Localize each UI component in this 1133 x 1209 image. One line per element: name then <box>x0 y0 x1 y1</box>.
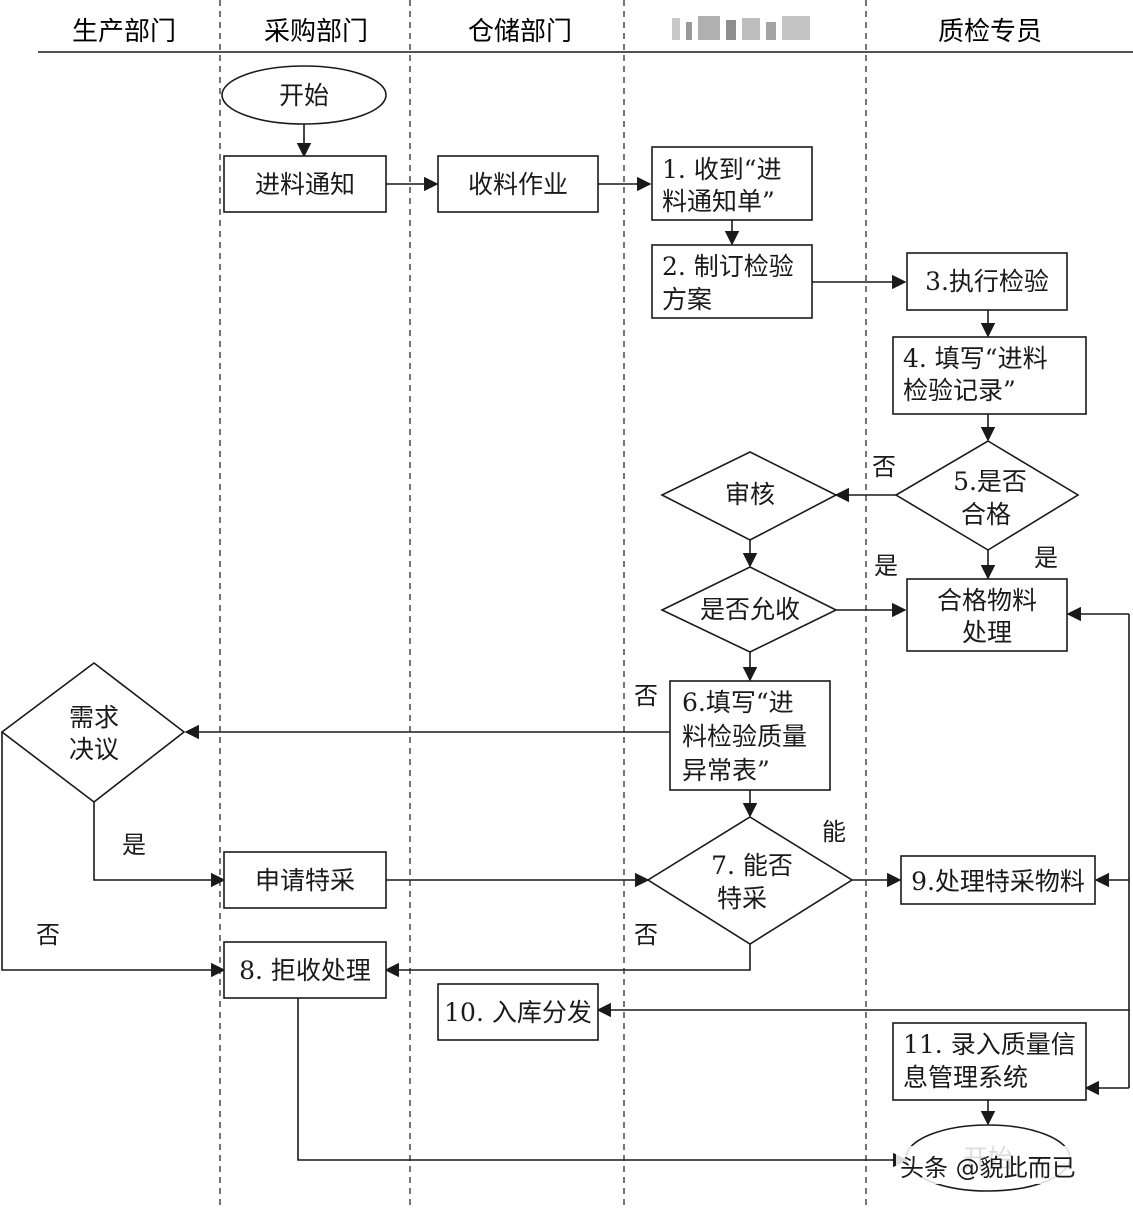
step1-label-line2: 料通知单” <box>662 187 775 216</box>
step10-label: 10. 入库分发 <box>444 998 592 1027</box>
demand-label-line1: 需求 <box>69 703 119 732</box>
label-step7-can: 能 <box>822 818 846 846</box>
qualified-box <box>906 578 1068 652</box>
edge-reject-to-end <box>297 998 908 1168</box>
special-apply-label: 申请特采 <box>255 866 355 895</box>
step2-label-line1: 2. 制订检验 <box>662 252 794 281</box>
step3-box <box>906 252 1068 311</box>
step6-label-line2: 料检验质量 <box>682 722 807 751</box>
step5-label-line2: 合格 <box>961 500 1011 529</box>
step4-label-line2: 检验记录” <box>903 376 1016 405</box>
step6-label-line3: 异常表” <box>682 756 770 785</box>
step10-box <box>437 983 599 1041</box>
edge-step7-no-to-reject <box>384 944 751 978</box>
step7-label-line1: 7. 能否 <box>711 851 793 880</box>
step11-box <box>892 1022 1087 1101</box>
step8-label: 8. 拒收处理 <box>239 956 371 985</box>
allow-accept-decision <box>660 566 838 653</box>
lane-title-warehouse: 仓储部门 <box>468 17 572 47</box>
label-demand-yes: 是 <box>122 831 146 859</box>
receiving-label: 收料作业 <box>468 170 568 199</box>
watermark-backdrop <box>896 1146 1118 1184</box>
label-allow-no: 否 <box>634 682 658 710</box>
step11-label-line1: 11. 录入质量信 <box>903 1030 1076 1059</box>
special-apply-box <box>223 851 387 909</box>
step6-label-line1: 6.填写“进 <box>682 688 794 717</box>
step8-box <box>223 941 387 999</box>
review-decision <box>660 451 838 541</box>
review-label: 审核 <box>725 480 775 509</box>
watermark-text: 头条 @貌此而已 <box>900 1154 1076 1182</box>
inbound-notice-label: 进料通知 <box>255 170 355 199</box>
step6-box <box>669 680 831 791</box>
lane-title-purchasing: 采购部门 <box>264 17 368 47</box>
step4-box <box>892 336 1087 415</box>
step2-box <box>651 244 813 319</box>
step5-decision <box>894 440 1080 551</box>
step5-label-line1: 5.是否 <box>953 467 1027 496</box>
start-terminal <box>221 65 387 125</box>
step1-box <box>651 146 813 221</box>
step9-label: 9.处理特采物料 <box>911 867 1085 896</box>
lane-title-obscured <box>672 16 810 40</box>
label-step7-no: 否 <box>634 921 658 949</box>
label-allow-yes: 是 <box>874 552 898 580</box>
start-label: 开始 <box>279 81 329 110</box>
inbound-notice-box <box>223 155 387 213</box>
edge-demand-no-to-reject <box>1 732 226 978</box>
demand-decision <box>0 661 186 804</box>
step7-decision <box>646 816 854 945</box>
step1-label-line1: 1. 收到“进 <box>662 155 782 184</box>
demand-label-line2: 决议 <box>69 735 119 764</box>
allow-accept-label: 是否允收 <box>700 595 800 624</box>
lane-title-production: 生产部门 <box>72 17 176 47</box>
step11-label-line2: 息管理系统 <box>903 1063 1028 1092</box>
edge-demand-yes-to-special <box>93 802 226 888</box>
step3-label: 3.执行检验 <box>925 267 1049 296</box>
receiving-box <box>437 155 599 213</box>
label-step5-yes: 是 <box>1034 544 1058 572</box>
lane-title-qc: 质检专员 <box>938 17 1042 47</box>
step7-label-line2: 特采 <box>717 884 767 913</box>
step4-label-line1: 4. 填写“进料 <box>903 344 1048 373</box>
qualified-label-line2: 处理 <box>962 618 1012 647</box>
label-demand-no: 否 <box>36 921 60 949</box>
qualified-label-line1: 合格物料 <box>937 586 1037 615</box>
step2-label-line2: 方案 <box>662 285 712 314</box>
label-step5-no: 否 <box>872 453 896 481</box>
step9-box <box>900 855 1096 905</box>
